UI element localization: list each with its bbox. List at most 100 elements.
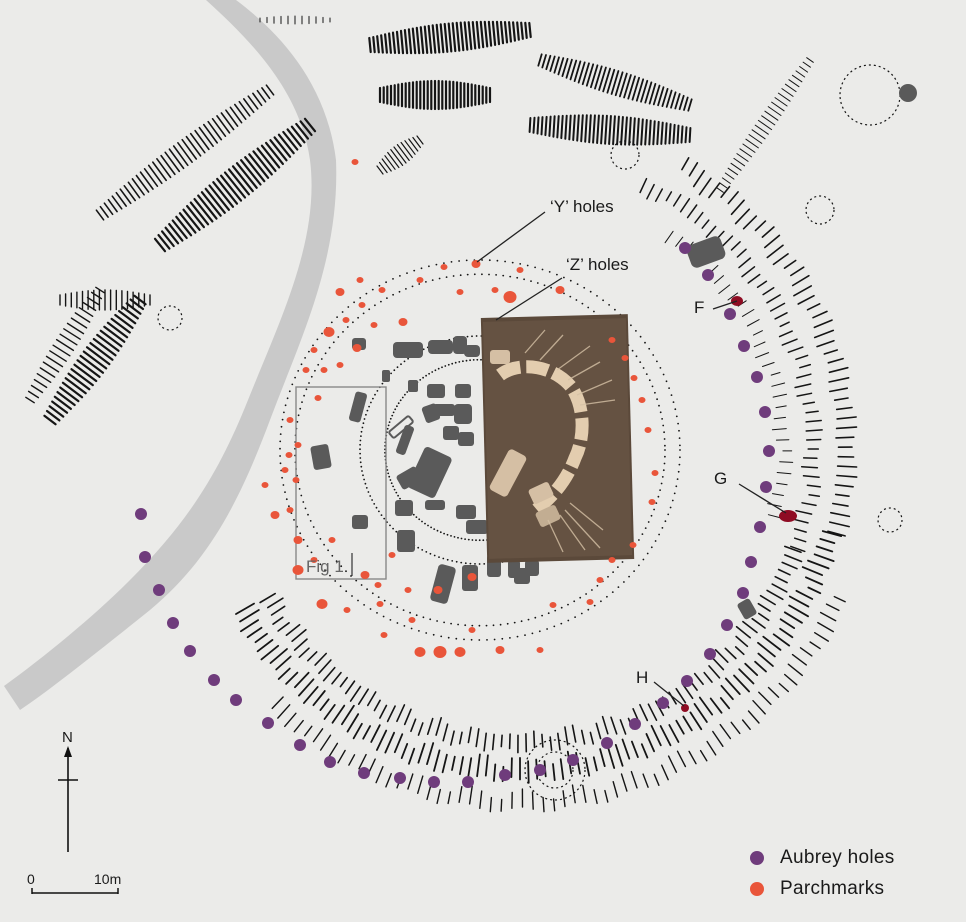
hachure-stroke: [592, 756, 598, 772]
hachure-stroke: [676, 750, 687, 768]
aubrey-hole: [737, 587, 749, 599]
hachure-stroke: [652, 120, 656, 146]
hachure-stroke: [178, 212, 197, 234]
hachure-stroke: [757, 602, 771, 612]
hachure-stroke: [33, 378, 48, 389]
ring-dot: [429, 552, 432, 555]
hachure-stroke: [606, 68, 616, 94]
parchmark: [270, 511, 280, 519]
ring-dot: [668, 387, 670, 389]
hachure-stroke: [135, 174, 150, 193]
ring-dot: [464, 624, 467, 627]
hachure-stroke: [312, 690, 326, 707]
ring-dot: [621, 561, 624, 563]
ring-dot: [389, 417, 392, 420]
ring-dot: [642, 367, 645, 369]
scale-bar: [31, 888, 119, 894]
hachure-stroke: [742, 620, 758, 634]
hachure-stroke: [747, 710, 760, 724]
hachure-stroke: [73, 363, 98, 383]
ring-dot: [443, 621, 445, 624]
ring-dot: [575, 299, 578, 301]
hachure-stroke: [466, 757, 473, 780]
ring-dot: [464, 538, 466, 540]
z-holes-label: ‘Z’ holes: [566, 255, 629, 274]
hachure-stroke: [499, 20, 505, 45]
aubrey-hole: [759, 406, 771, 418]
ring-dot: [308, 350, 310, 353]
parchmark: [536, 647, 544, 653]
ring-dot: [642, 558, 645, 561]
hachure-stroke: [783, 611, 803, 624]
hachure-stroke: [747, 273, 761, 284]
hachure-stroke: [212, 181, 235, 208]
parchmark: [286, 417, 294, 423]
ring-dot: [312, 344, 314, 347]
hachure-stroke: [813, 553, 835, 562]
parchmark: [351, 159, 359, 165]
ring-dot: [284, 491, 286, 493]
hachure-stroke: [659, 725, 672, 747]
hachure-stroke: [719, 697, 731, 710]
hachure-stroke: [784, 83, 797, 93]
hachure-stroke: [261, 87, 271, 100]
ring-dot: [678, 437, 681, 439]
ring-dot: [280, 425, 283, 428]
ring-dot: [617, 566, 619, 568]
ring-dot: [415, 516, 418, 518]
hachure-stroke: [387, 151, 400, 169]
parchmark: [314, 395, 322, 401]
hachure-stroke: [372, 35, 376, 54]
hachure-stroke: [70, 368, 94, 387]
hachure-stroke: [331, 671, 342, 685]
feature-g-label: G: [714, 469, 727, 488]
hachure-stroke: [793, 528, 807, 533]
hachure-stroke: [795, 354, 809, 361]
ring-dot: [386, 427, 389, 430]
ring-dot: [284, 404, 287, 407]
ring-dot: [436, 529, 439, 532]
ring-dot: [422, 616, 425, 619]
hachure-stroke: [814, 632, 829, 642]
ring-dot: [530, 280, 532, 282]
hachure-stroke: [200, 191, 222, 217]
hachure-stroke: [376, 165, 384, 175]
hachure-stroke: [291, 628, 307, 643]
hachure-stroke: [835, 436, 855, 439]
ring-dot: [374, 393, 376, 396]
hachure-stroke: [604, 789, 609, 803]
hachure-stroke: [646, 183, 655, 200]
hachure-stroke: [415, 26, 421, 55]
parchmark: [320, 367, 328, 373]
hachure-stroke: [736, 248, 747, 258]
ring-dot: [281, 418, 284, 421]
hachure-stroke: [384, 155, 396, 170]
hachure-stroke: [706, 740, 717, 756]
ring-dot: [389, 479, 392, 481]
ring-dot: [661, 418, 663, 420]
ring-dot: [478, 563, 481, 565]
ring-dot: [339, 585, 342, 588]
hachure-stroke: [807, 559, 830, 570]
ring-dot: [368, 405, 370, 408]
hachure-stroke: [783, 259, 797, 270]
ring-dot: [366, 409, 369, 412]
ring-dot: [509, 637, 511, 639]
ring-dot: [475, 539, 477, 542]
hachure-stroke: [580, 729, 586, 745]
hachure-stroke: [781, 338, 798, 346]
ring-dot: [390, 603, 392, 605]
ring-dot: [538, 630, 541, 633]
ring-dot: [474, 563, 476, 565]
hachure-stroke: [74, 312, 91, 323]
hachure-stroke: [620, 116, 624, 146]
hachure-stroke: [719, 182, 728, 189]
hachure-stroke: [423, 25, 429, 55]
ring-dot: [511, 261, 514, 264]
ring-dot: [360, 435, 362, 437]
hachure-stroke: [388, 32, 392, 54]
hachure-stroke: [771, 583, 788, 593]
hachure-stroke: [730, 241, 741, 251]
ring-dot: [374, 304, 376, 307]
ring-dot: [351, 595, 353, 597]
